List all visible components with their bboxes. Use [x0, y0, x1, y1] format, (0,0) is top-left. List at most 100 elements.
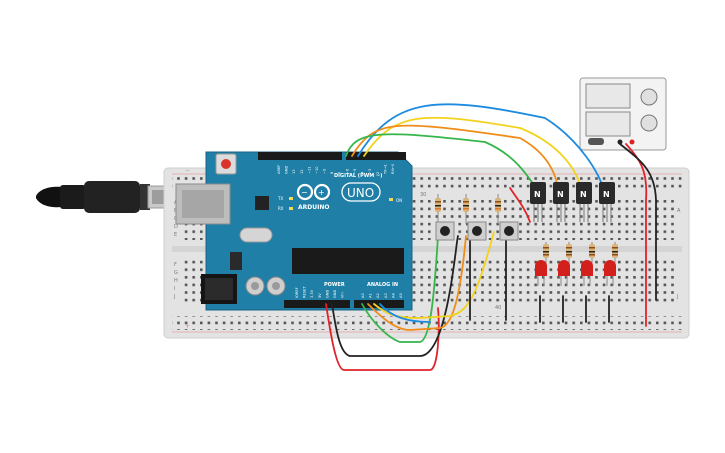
transistor-label: N [534, 190, 541, 199]
pin-label: TX→1 [383, 164, 387, 175]
pin-label: ~5 [353, 169, 357, 174]
resistor [543, 242, 549, 266]
transistor: N [599, 182, 615, 222]
pin-label: 7 [338, 172, 342, 174]
pin-label: ~3 [368, 169, 372, 174]
transistor-label: N [603, 190, 610, 199]
reset-button[interactable] [221, 159, 231, 169]
pin-label: ~6 [345, 168, 349, 174]
row-letters-bottom: F G H I J A J [173, 208, 681, 300]
row-letter: I [174, 286, 175, 292]
pin-label: GND [285, 166, 289, 174]
arduino-model: UNO [347, 186, 374, 200]
wire-blue [357, 103, 604, 189]
rail-minus-label: − [185, 167, 190, 174]
led-resistors [543, 242, 618, 266]
wire-orange-analog [367, 235, 467, 331]
wire-yellow [363, 116, 582, 189]
pin-label: ~9 [323, 168, 327, 174]
power-label: POWER [324, 282, 345, 288]
led [581, 260, 593, 286]
wire-orange [351, 124, 559, 189]
digital-label: DIGITAL (PWM ~) [334, 173, 382, 179]
row-letter: H [174, 278, 178, 284]
resistor [495, 194, 501, 224]
row-letter: J [676, 294, 678, 300]
wire-blue-analog [379, 303, 431, 323]
usb-cable [36, 181, 185, 213]
pin-label: A1 [369, 293, 373, 298]
red-leds [535, 260, 616, 286]
column-number: 40 [495, 305, 501, 311]
resistor [566, 242, 572, 266]
pin-label: 5V [318, 293, 322, 298]
push-button[interactable] [499, 221, 519, 241]
column-number: 30 [420, 192, 426, 198]
push-button[interactable] [467, 221, 487, 241]
pin-label: A4 [391, 293, 395, 298]
current-knob[interactable] [640, 114, 658, 132]
pin-label: 4 [361, 171, 365, 174]
pin-label: 8 [330, 171, 334, 174]
voltage-knob[interactable] [640, 88, 658, 106]
tx-led-label: TX [277, 196, 283, 201]
resistor [435, 194, 441, 224]
led [558, 260, 570, 286]
row-letter: A [677, 208, 681, 214]
pin-label: A5 [399, 293, 403, 298]
on-led-label: ON [396, 198, 402, 203]
pin-label: RX←0 [391, 163, 395, 174]
arduino-logo: − + [296, 183, 331, 201]
pin-label: A2 [376, 293, 380, 298]
pin-label: GND [333, 290, 337, 298]
wire-black-supply [619, 143, 657, 301]
resistor [589, 242, 595, 266]
resistor [463, 194, 469, 224]
row-letter: J [173, 294, 175, 300]
transistor-label: N [557, 190, 564, 199]
wires [325, 103, 657, 371]
led [604, 260, 616, 286]
push-button[interactable] [435, 221, 455, 241]
transistor: N [576, 182, 592, 222]
pin-label: 12 [300, 169, 304, 174]
logo-plus: + [318, 188, 325, 197]
pin-label: 2 [376, 172, 380, 174]
push-buttons [435, 221, 519, 241]
pin-label: IOREF [295, 287, 299, 298]
pin-label: RESET [303, 286, 307, 298]
wire-red-5v [325, 303, 440, 371]
resistor [612, 242, 618, 266]
npn-transistors: N N N N [530, 182, 615, 222]
wire-green [345, 133, 537, 189]
pin-label: GND [325, 290, 329, 298]
wire-black-gnd [331, 235, 459, 357]
logo-minus: − [301, 188, 308, 197]
led [535, 260, 547, 286]
power-supply [579, 77, 667, 151]
arduino-uno-board: − + ARDUINO UNO DIGITAL (PWM ~) ANALOG I… [175, 151, 413, 311]
pin-label: ~10 [315, 166, 319, 174]
pin-label: 13 [292, 169, 296, 174]
rx-led-label: RX [278, 206, 284, 211]
pin-label: A0 [361, 293, 365, 298]
wire-green-analog [361, 235, 439, 343]
wire-red-top [509, 187, 531, 223]
wire-yellow-analog [373, 231, 495, 319]
row-letter: E [174, 232, 177, 238]
transistor: N [530, 182, 546, 222]
pin-label: A3 [384, 293, 388, 298]
wire-red-supply [625, 143, 648, 327]
analog-label: ANALOG IN [367, 282, 398, 288]
pull-down-resistors [435, 194, 501, 224]
row-letter: G [174, 270, 178, 276]
transistor-label: N [580, 190, 587, 199]
row-letter: F [174, 262, 177, 268]
pin-label: AREF [277, 165, 281, 174]
transistor: N [553, 182, 569, 222]
arduino-brand: ARDUINO [298, 204, 329, 211]
